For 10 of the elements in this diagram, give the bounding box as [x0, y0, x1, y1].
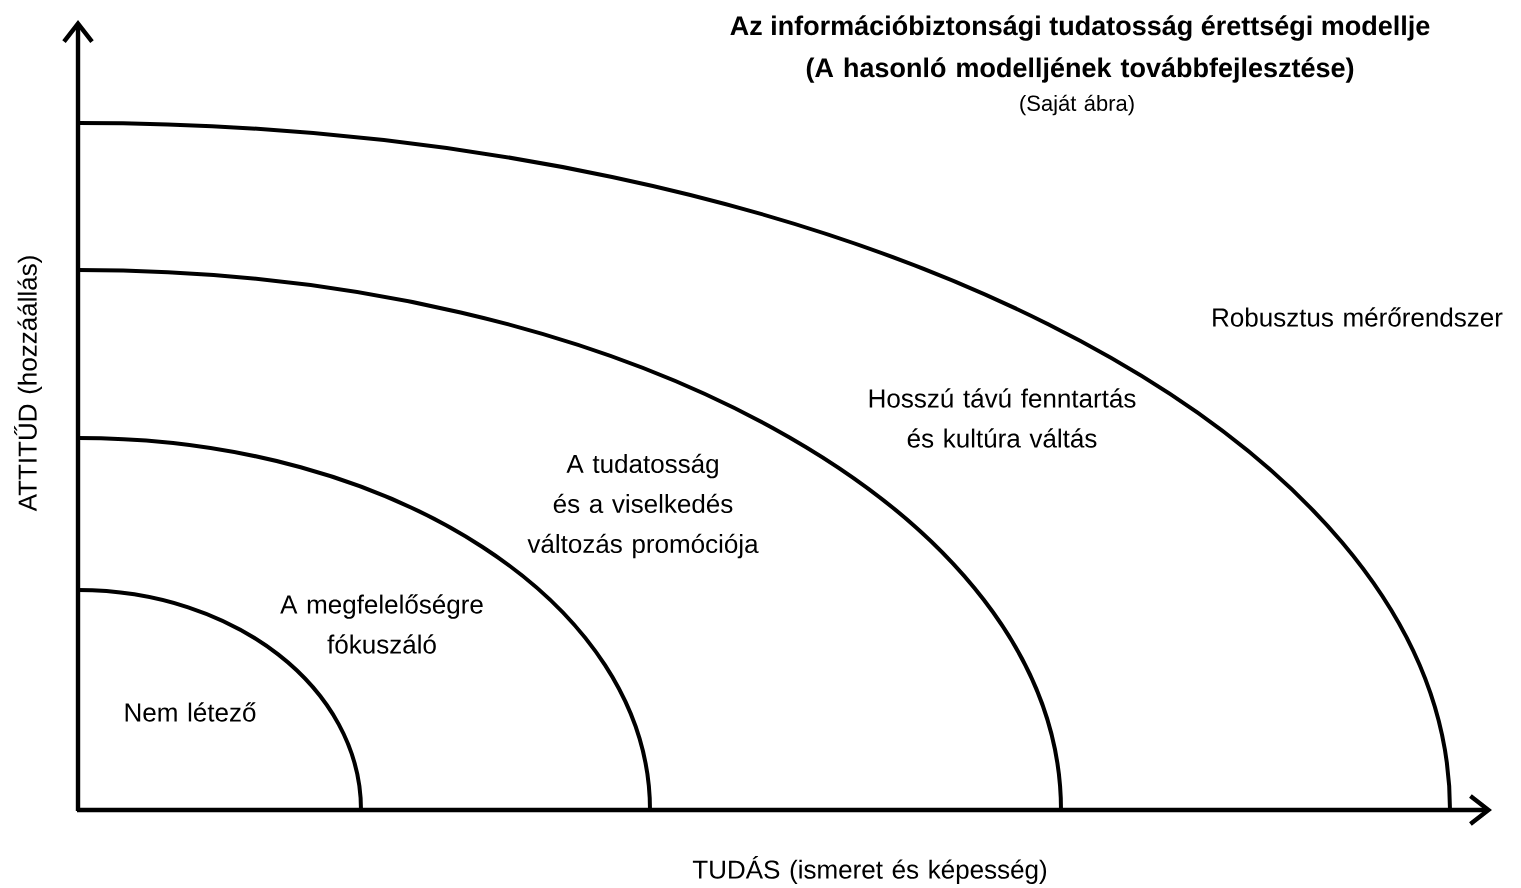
caption: (Saját ábra): [1020, 94, 1134, 116]
region-label: A megfelelőségre fókuszáló: [280, 594, 483, 654]
title: Az információbiztonsági tudatosság érettségi modellje: [730, 15, 1430, 41]
region-label: Hosszú távú fenntartás és kultúra váltás: [869, 388, 1136, 448]
axis-label: TUDÁS (ismeret és képesség): [692, 856, 1047, 884]
region-label: A tudatosság és a viselkedés változás promóciója: [527, 453, 759, 559]
region-label: Robusztus mérőrendszer: [1213, 307, 1503, 327]
subtitle: (A hasonló modelljének továbbfejlesztése): [806, 57, 1354, 83]
axis-label: ATTITŰD (hozzáállás): [14, 256, 42, 512]
region-label: Nem létező: [125, 702, 256, 722]
